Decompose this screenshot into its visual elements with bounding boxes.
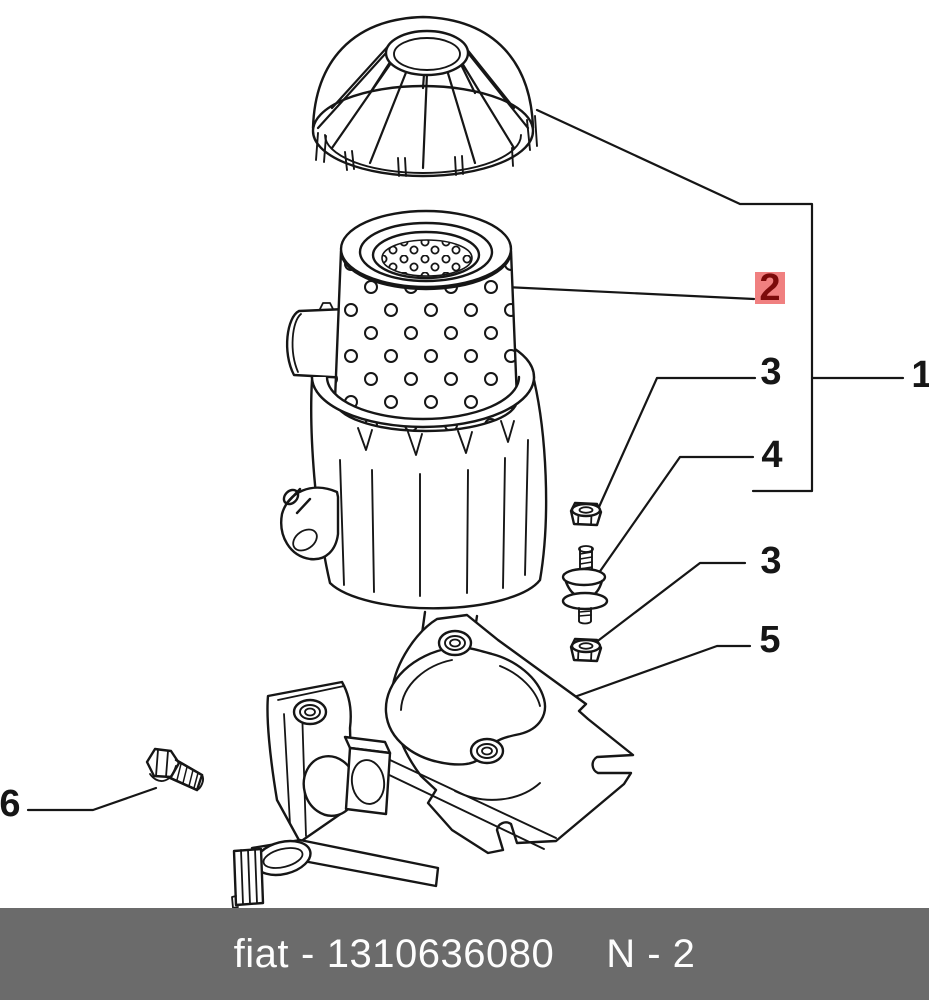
- support-bracket-drawing: [231, 613, 635, 909]
- callout-leader-lines: [26, 108, 905, 812]
- bracket-block: [343, 735, 392, 816]
- leader-group-bracket: [535, 108, 814, 493]
- air-filter-cartridge-drawing: [333, 209, 519, 433]
- bracket-clamp-end: [231, 839, 312, 909]
- bracket-bosses: [292, 629, 505, 765]
- leader-2: [503, 285, 756, 301]
- cover-dome: [311, 15, 535, 130]
- callout-3-upper[interactable]: 3: [760, 351, 782, 393]
- page-reference: N - 2: [606, 931, 696, 976]
- hex-bolt-drawing: [145, 747, 204, 792]
- rubber-mount-drawing: [561, 545, 609, 625]
- footer-bar: fiat - 1310636080 N - 2: [0, 908, 929, 1000]
- callout-5[interactable]: 5: [759, 619, 781, 661]
- leader-5: [564, 644, 752, 702]
- footer-separator: -: [300, 931, 315, 976]
- leader-3-upper: [597, 376, 757, 509]
- air-cleaner-cover-drawing: [311, 15, 538, 178]
- cover-rim-inner: [324, 134, 522, 174]
- callout-1[interactable]: 1: [911, 354, 929, 396]
- leader-6: [26, 786, 158, 812]
- callout-3-lower[interactable]: 3: [760, 540, 782, 582]
- part-number: 1310636080: [326, 931, 555, 976]
- leader-3-lower: [597, 561, 747, 642]
- housing-ribs: [339, 439, 529, 597]
- brand-label: fiat: [233, 931, 289, 976]
- callout-2-highlighted[interactable]: 2: [755, 269, 785, 307]
- housing-rim-fins: [357, 420, 515, 456]
- hex-nut-upper-drawing: [569, 501, 603, 527]
- callout-6[interactable]: 6: [0, 783, 21, 825]
- cover-clips: [315, 115, 538, 177]
- housing-rim-front: [310, 375, 536, 597]
- housing-inlet-stub: [285, 302, 351, 380]
- hex-nut-lower-drawing: [569, 637, 603, 663]
- leader-4: [594, 455, 755, 579]
- housing-mount-lug: [280, 486, 340, 561]
- callout-4[interactable]: 4: [761, 434, 783, 476]
- filter-top-perforations: [381, 239, 473, 277]
